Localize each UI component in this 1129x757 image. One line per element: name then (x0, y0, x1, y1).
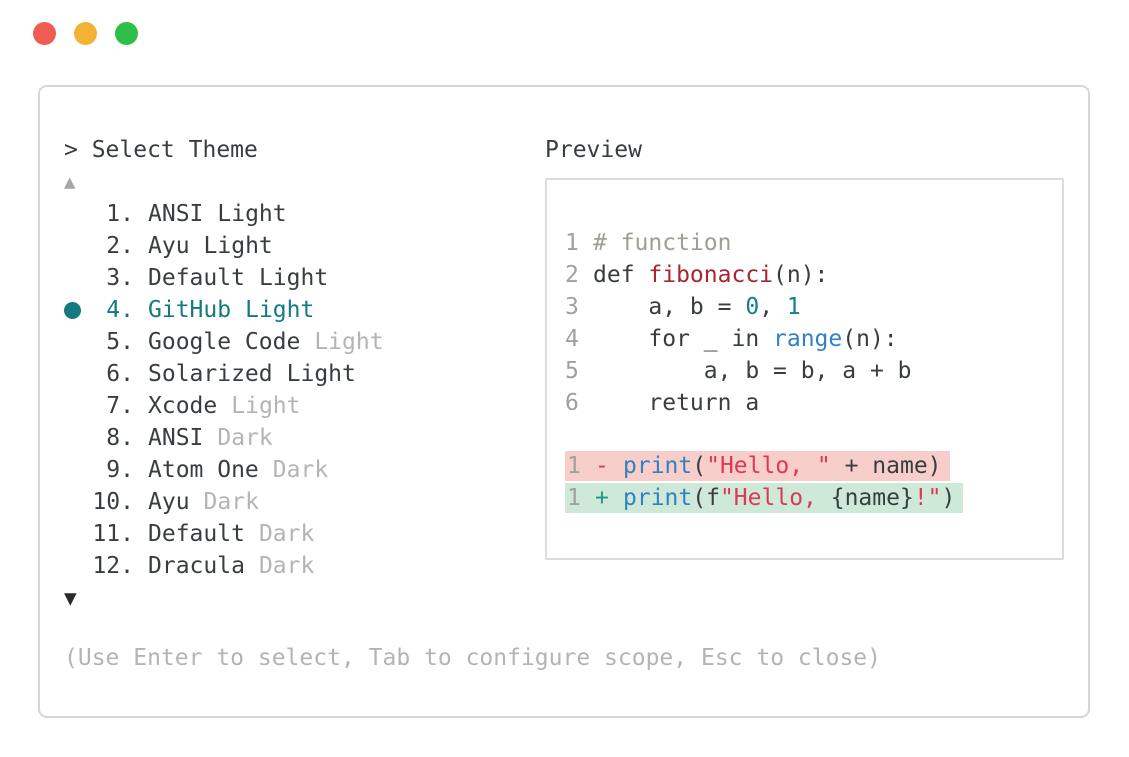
select-theme-prompt: > Select Theme (64, 137, 258, 163)
line-number: 4 (565, 326, 579, 352)
code-line-1: 1# function (565, 227, 1044, 259)
selected-bullet-icon (64, 302, 92, 319)
preview-label: Preview (545, 137, 642, 163)
diff-minus-sign: - (595, 453, 609, 479)
theme-option-ayu-dark[interactable]: 10. Ayu Dark (92, 489, 259, 515)
window-controls (33, 22, 138, 45)
theme-picker-panel: > Select Theme ▲ 1. ANSI Light 2. Ayu Li… (38, 85, 1090, 718)
line-number: 2 (565, 262, 579, 288)
diff-plus-sign: + (595, 485, 609, 511)
theme-option-dracula-dark[interactable]: 12. Dracula Dark (92, 553, 315, 579)
diff-preview: 1-print("Hello, " + name) 1+print(f"Hell… (565, 451, 1044, 513)
code-line-6: 6 return a (565, 387, 1044, 419)
theme-option-google-code-light[interactable]: 5. Google Code Light (106, 329, 384, 355)
scroll-up-indicator[interactable]: ▲ (64, 171, 76, 193)
theme-option-atom-one-dark[interactable]: 9. Atom One Dark (106, 457, 329, 483)
theme-option-ansi-light[interactable]: 1. ANSI Light (106, 201, 287, 227)
code-line-4: 4 for _ in range(n): (565, 323, 1044, 355)
scroll-down-indicator[interactable]: ▼ (64, 586, 77, 610)
code-line-5: 5 a, b = b, a + b (565, 355, 1044, 387)
code-line-3: 3 a, b = 0, 1 (565, 291, 1044, 323)
line-number: 5 (565, 358, 579, 384)
line-number: 1 (565, 230, 579, 256)
theme-option-default-light[interactable]: 3. Default Light (106, 265, 329, 291)
zoom-window-button[interactable] (115, 22, 138, 45)
line-number: 1 (567, 485, 581, 511)
close-window-button[interactable] (33, 22, 56, 45)
diff-removed-line: 1-print("Hello, " + name) (565, 451, 950, 481)
line-number: 3 (565, 294, 579, 320)
theme-option-xcode-light[interactable]: 7. Xcode Light (106, 393, 301, 419)
line-number: 1 (567, 453, 581, 479)
theme-option-default-dark[interactable]: 11. Default Dark (92, 521, 315, 547)
diff-added-line: 1+print(f"Hello, {name}!") (565, 483, 964, 513)
keyboard-hint: (Use Enter to select, Tab to configure s… (64, 645, 881, 671)
theme-option-github-light-selected[interactable]: 4. GitHub Light (64, 294, 545, 326)
theme-option-ansi-dark[interactable]: 8. ANSI Dark (106, 425, 273, 451)
theme-list-column: > Select Theme ▲ 1. ANSI Light 2. Ayu Li… (64, 134, 545, 614)
line-number: 6 (565, 390, 579, 416)
theme-option-solarized-light[interactable]: 6. Solarized Light (106, 361, 356, 387)
minimize-window-button[interactable] (74, 22, 97, 45)
theme-option-ayu-light[interactable]: 2. Ayu Light (106, 233, 273, 259)
